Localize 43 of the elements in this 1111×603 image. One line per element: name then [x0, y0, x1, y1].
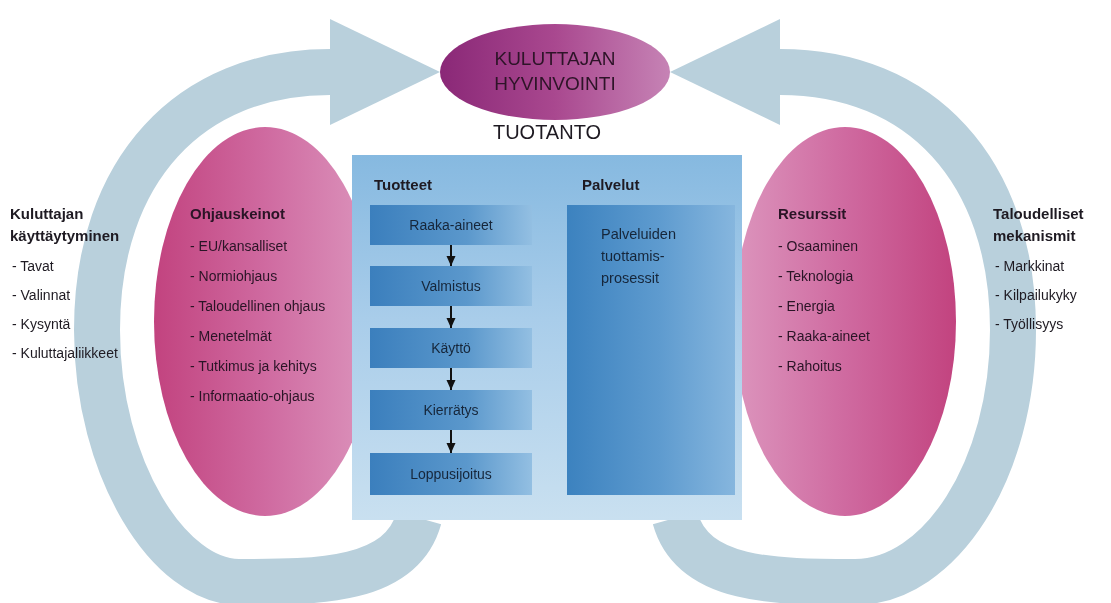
list-item: - EU/kansalliset	[190, 237, 289, 255]
list-item: - Tavat	[12, 257, 54, 275]
group-heading: Taloudelliset mekanismit	[993, 204, 1085, 246]
box-text: Loppusijoitus	[409, 465, 493, 483]
process-box	[370, 390, 532, 430]
list-item: - Informaatio-ohjaus	[190, 387, 316, 405]
list-item: - Kysyntä	[12, 315, 71, 333]
list-item: - Taloudellinen ohjaus	[190, 297, 327, 315]
process-box	[370, 205, 532, 245]
list-item: - Energia	[778, 297, 836, 315]
column-heading: Tuotteet	[374, 175, 434, 194]
list-item: - Kuluttajaliikkeet	[12, 344, 118, 362]
arrow	[446, 305, 456, 329]
list-item: - Menetelmät	[190, 327, 273, 345]
list-item: - Markkinat	[995, 257, 1065, 275]
process-box	[370, 266, 532, 306]
column-heading: Palvelut	[582, 175, 641, 194]
list-item: - Valinnat	[12, 286, 71, 304]
list-item: - Raaka-aineet	[778, 327, 871, 345]
box-text: Valmistus	[420, 277, 482, 295]
panel-title: TUOTANTO	[491, 120, 603, 144]
list-item: - Kilpailukyky	[995, 286, 1077, 304]
list-item: - Teknologia	[778, 267, 855, 285]
group-heading: Kuluttajan käyttäytyminen	[10, 204, 121, 246]
list-item: - Työllisyys	[995, 315, 1064, 333]
process-box	[370, 328, 532, 368]
box-text: Raaka-aineet	[408, 216, 494, 234]
node-title: KULUTTAJAN HYVINVOINTI	[493, 47, 617, 96]
box-text: Kierrätys	[422, 401, 480, 419]
panel-heading: Ohjauskeinot	[190, 205, 287, 223]
list-item: - Rahoitus	[778, 357, 843, 375]
box-text: Käyttö	[430, 339, 472, 357]
arrow	[446, 244, 456, 267]
service-box	[567, 205, 735, 495]
process-box	[370, 453, 532, 495]
arrow	[446, 429, 456, 454]
arrow	[446, 367, 456, 391]
box-text: Palveluiden tuottamis-prosessit	[601, 225, 677, 288]
list-item: - Osaaminen	[778, 237, 860, 255]
list-item: - Tutkimus ja kehitys	[190, 357, 318, 375]
panel-heading: Resurssit	[778, 205, 848, 223]
ellipse-node	[440, 22, 670, 122]
list-item: - Normiohjaus	[190, 267, 279, 285]
